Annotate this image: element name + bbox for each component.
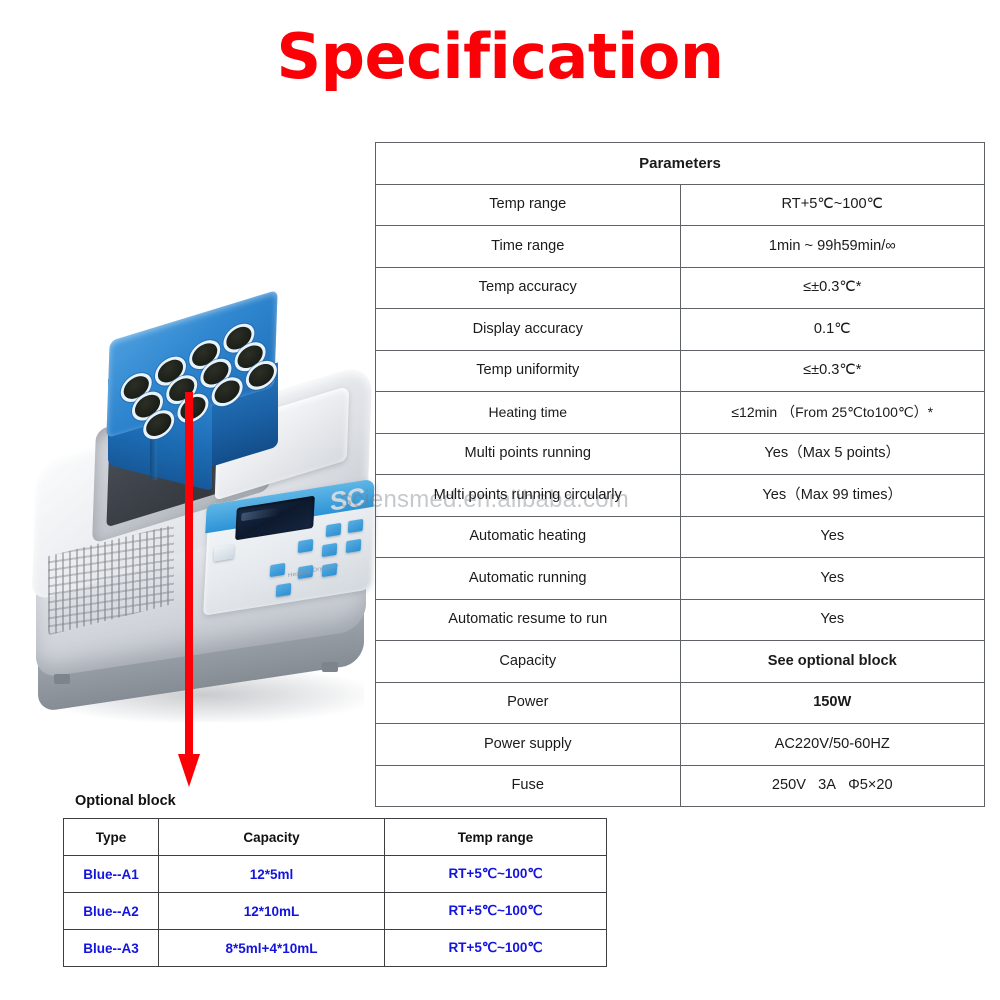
table-row: Automatic heating Yes — [375, 515, 985, 558]
keypad-button — [345, 538, 362, 554]
spec-label: Temp uniformity — [375, 349, 681, 392]
table-row: Temp range RT+5℃~100℃ — [375, 183, 985, 226]
optional-temp-range: RT+5℃~100℃ — [384, 892, 607, 930]
spec-label: Fuse — [375, 764, 681, 807]
table-row: Multi points running Yes（Max 5 points） — [375, 432, 985, 475]
table-row: Blue--A1 12*5ml RT+5℃~100℃ — [63, 855, 607, 893]
table-row: Multi points running circularly Yes（Max … — [375, 474, 985, 517]
spec-label: Temp range — [375, 183, 681, 226]
table-row: Fuse 250V 3A Φ5×20 — [375, 764, 985, 807]
table-row: Display accuracy 0.1℃ — [375, 308, 985, 351]
spec-value: ≤±0.3℃* — [679, 349, 985, 392]
optional-type: Blue--A3 — [63, 929, 159, 967]
optional-header-type: Type — [63, 818, 159, 856]
table-header-row: Parameters — [375, 142, 985, 185]
spec-label: Temp accuracy — [375, 266, 681, 309]
spec-value: Yes（Max 99 times） — [679, 474, 985, 517]
table-row: Blue--A3 8*5ml+4*10mL RT+5℃~100℃ — [63, 929, 607, 967]
spec-value: 1min ~ 99h59min/∞ — [679, 225, 985, 268]
optional-header-temp-range: Temp range — [384, 818, 607, 856]
spec-label: Multi points running circularly — [375, 474, 681, 517]
keypad-button — [275, 582, 292, 598]
optional-temp-range: RT+5℃~100℃ — [384, 929, 607, 967]
optional-type: Blue--A2 — [63, 892, 159, 930]
device-foot — [322, 662, 338, 672]
spec-label: Power — [375, 681, 681, 724]
spec-value: AC220V/50-60HZ — [679, 723, 985, 766]
spec-label: Power supply — [375, 723, 681, 766]
arrow-head — [178, 754, 200, 787]
spec-value: Yes（Max 5 points） — [679, 432, 985, 475]
spec-value: 250V 3A Φ5×20 — [679, 764, 985, 807]
table-row: Temp accuracy ≤±0.3℃* — [375, 266, 985, 309]
keypad-button — [297, 538, 314, 554]
keypad-button — [325, 522, 342, 538]
product-photo: SC Heating Dry Bath — [30, 289, 378, 748]
table-row: Power supply AC220V/50-60HZ — [375, 723, 985, 766]
optional-block-caption: Optional block — [75, 793, 176, 809]
table-row: Temp uniformity ≤±0.3℃* — [375, 349, 985, 392]
page-title: Specification — [276, 20, 724, 93]
spec-label: Automatic running — [375, 557, 681, 600]
spec-value: RT+5℃~100℃ — [679, 183, 985, 226]
table-row: Time range 1min ~ 99h59min/∞ — [375, 225, 985, 268]
table-row: Heating time ≤12min （From 25℃to100℃）* — [375, 391, 985, 434]
spec-value: Yes — [679, 598, 985, 641]
table-row: Power 150W — [375, 681, 985, 724]
optional-block-table: Type Capacity Temp range Blue--A1 12*5ml… — [63, 818, 607, 967]
optional-capacity: 8*5ml+4*10mL — [158, 929, 385, 967]
optional-temp-range: RT+5℃~100℃ — [384, 855, 607, 893]
specification-table: Parameters Temp range RT+5℃~100℃ Time ra… — [375, 142, 985, 807]
table-row: Automatic running Yes — [375, 557, 985, 600]
spec-label: Automatic heating — [375, 515, 681, 558]
optional-header-capacity: Capacity — [158, 818, 385, 856]
optional-capacity: 12*5ml — [158, 855, 385, 893]
keypad-button — [321, 542, 338, 558]
keypad-up-button — [269, 562, 286, 578]
table-row: Automatic resume to run Yes — [375, 598, 985, 641]
spec-label: Capacity — [375, 640, 681, 683]
spec-label: Automatic resume to run — [375, 598, 681, 641]
keypad-button — [347, 518, 364, 534]
spec-value: 150W — [679, 681, 985, 724]
optional-header-row: Type Capacity Temp range — [63, 818, 607, 856]
table-row: Capacity See optional block — [375, 640, 985, 683]
spec-value: 0.1℃ — [679, 308, 985, 351]
spec-value: ≤12min （From 25℃to100℃）* — [679, 391, 985, 434]
table-row: Blue--A2 12*10mL RT+5℃~100℃ — [63, 892, 607, 930]
spec-label: Time range — [375, 225, 681, 268]
optional-type: Blue--A1 — [63, 855, 159, 893]
optional-capacity: 12*10mL — [158, 892, 385, 930]
spec-value: See optional block — [679, 640, 985, 683]
spec-value: ≤±0.3℃* — [679, 266, 985, 309]
spec-value: Yes — [679, 557, 985, 600]
parameters-header: Parameters — [375, 142, 985, 185]
spec-label: Heating time — [375, 391, 681, 434]
spec-label: Multi points running — [375, 432, 681, 475]
spec-value: Yes — [679, 515, 985, 558]
brand-logo: SC — [330, 481, 365, 517]
spec-label: Display accuracy — [375, 308, 681, 351]
device-foot — [54, 674, 70, 684]
